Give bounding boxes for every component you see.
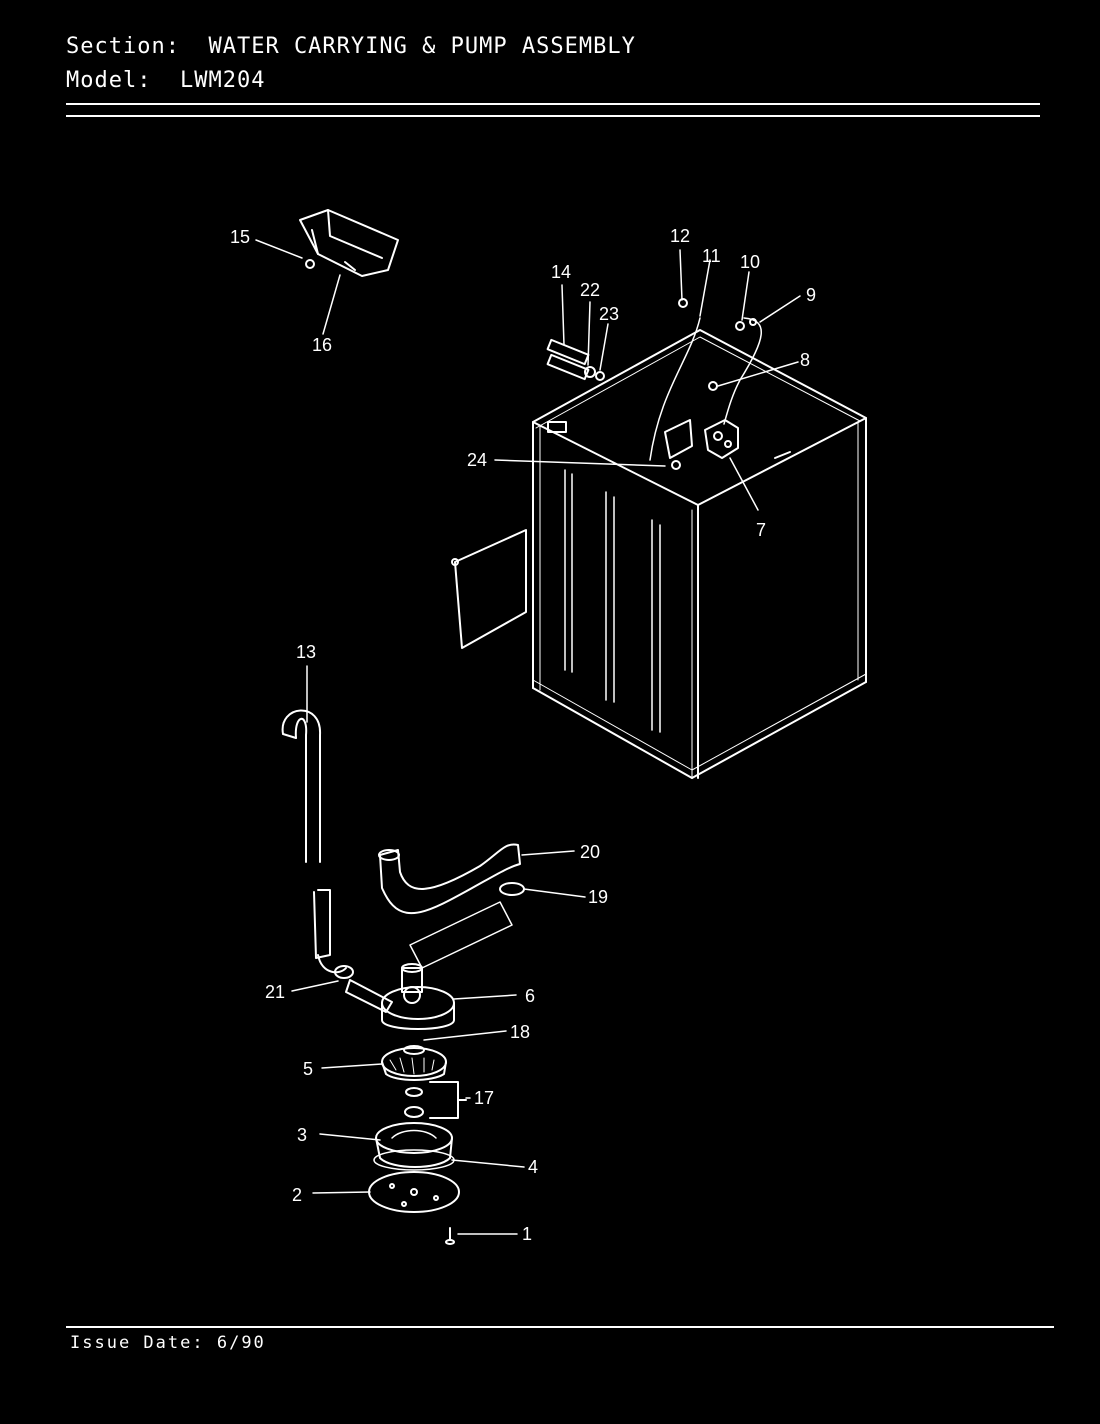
callout-22: 22 — [580, 280, 600, 300]
inlet-fittings — [546, 338, 605, 381]
hinge-bracket — [299, 209, 399, 277]
callout-19: 19 — [588, 887, 608, 907]
callout-24: 24 — [467, 450, 487, 470]
seal-kit — [404, 1081, 467, 1119]
callout-20: 20 — [580, 842, 600, 862]
callout-11: 11 — [702, 246, 721, 266]
fill-hose — [649, 317, 762, 470]
callout-18: 18 — [510, 1022, 530, 1042]
callout-21: 21 — [265, 982, 285, 1002]
callout-12: 12 — [670, 226, 690, 246]
callout-8: 8 — [800, 350, 810, 370]
issue-date-label: Issue Date: — [70, 1333, 205, 1353]
issue-date: Issue Date: 6/90 — [70, 1333, 266, 1353]
screw — [445, 1227, 455, 1245]
callout-7: 7 — [756, 520, 766, 540]
pump-housing — [373, 1122, 455, 1171]
callout-15: 15 — [230, 227, 250, 247]
section-label: Section: — [66, 34, 180, 59]
callout-16: 16 — [312, 335, 332, 355]
small-hardware — [678, 298, 757, 391]
callout-13: 13 — [296, 642, 316, 662]
header-rule-top — [66, 103, 1040, 105]
callout-1: 1 — [522, 1224, 532, 1244]
cover-plate — [368, 1171, 460, 1213]
pump-body — [345, 963, 455, 1030]
model-label: Model: — [66, 68, 152, 93]
callout-2: 2 — [292, 1185, 302, 1205]
header-rule-bottom — [66, 115, 1040, 117]
leader-lines — [255, 239, 801, 1235]
issue-date-value: 6/90 — [216, 1333, 266, 1353]
model-heading: Model: LWM204 — [66, 68, 265, 93]
washer-cabinet — [451, 329, 867, 779]
callout-6: 6 — [525, 986, 535, 1006]
section-heading: Section: WATER CARRYING & PUMP ASSEMBLY — [66, 34, 636, 59]
model-number: LWM204 — [179, 68, 266, 93]
impeller — [381, 1045, 447, 1081]
callout-4: 4 — [528, 1157, 538, 1177]
callout-17: 17 — [474, 1088, 494, 1108]
water-valve — [704, 419, 739, 459]
callout-14: 14 — [551, 262, 571, 282]
callout-23: 23 — [599, 304, 619, 324]
callout-9: 9 — [806, 285, 816, 305]
callout-10: 10 — [740, 252, 760, 272]
drain-hose — [281, 709, 354, 979]
pump-hose — [378, 843, 525, 969]
callout-3: 3 — [297, 1125, 307, 1145]
callout-5: 5 — [303, 1059, 313, 1079]
footer-rule — [66, 1326, 1054, 1328]
section-title: WATER CARRYING & PUMP ASSEMBLY — [208, 34, 636, 59]
